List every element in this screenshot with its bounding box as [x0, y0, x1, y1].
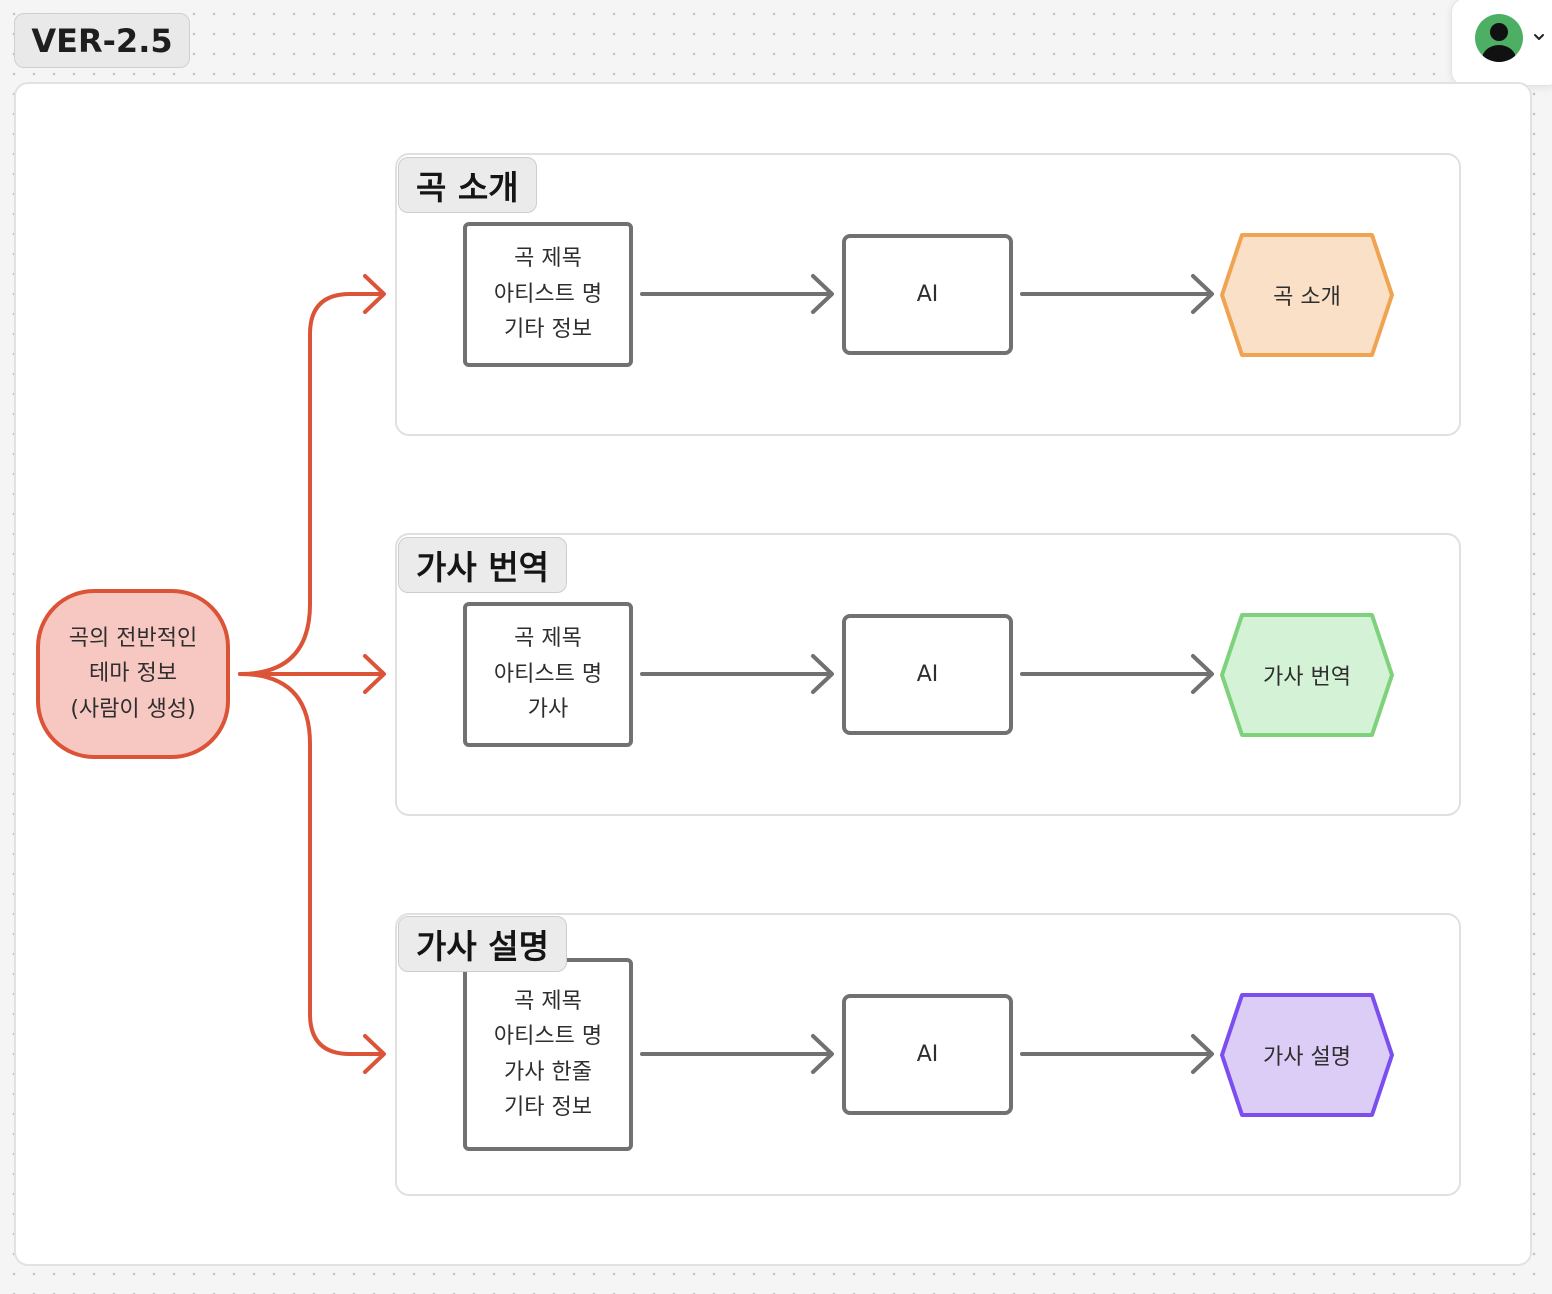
input-line: 기타 정보	[504, 1095, 592, 1120]
input-line: 아티스트 명	[493, 661, 603, 687]
ai-label: AI	[916, 662, 939, 687]
output-hexagon-shape	[1220, 993, 1394, 1117]
source-line: (사람이 생성)	[70, 696, 196, 722]
input-line: 아티스트 명	[493, 1024, 603, 1049]
group-title-label: 가사 설명	[416, 927, 549, 966]
source-line: 곡의 전반적인	[68, 625, 198, 651]
connector-ai-to-output-3	[1020, 1034, 1214, 1074]
source-line: 테마 정보	[89, 661, 177, 687]
group-title-lyrics-translation[interactable]: 가사 번역	[398, 537, 567, 593]
connector-inputs-to-ai-3	[640, 1034, 834, 1074]
version-label: VER-2.5	[31, 21, 173, 60]
output-label: 가사 설명	[1263, 1045, 1351, 1070]
group-title-label: 가사 번역	[416, 548, 549, 587]
ai-label: AI	[916, 282, 939, 307]
arrowhead-group-3	[363, 1034, 386, 1074]
input-line: 곡 제목	[514, 626, 582, 652]
connector-ai-to-output-1	[1020, 274, 1214, 314]
ai-node-lyrics-explanation[interactable]: AI	[842, 994, 1013, 1115]
connector-ai-to-output-2	[1020, 654, 1214, 694]
source-fanout-connectors	[238, 274, 386, 1074]
output-hexagon-shape	[1220, 233, 1394, 357]
group-title-label: 곡 소개	[416, 168, 519, 207]
ai-node-song-intro[interactable]: AI	[842, 234, 1013, 355]
output-label: 곡 소개	[1273, 285, 1341, 310]
output-label: 가사 번역	[1263, 665, 1351, 690]
version-badge[interactable]: VER-2.5	[14, 13, 190, 68]
output-hexagon-shape	[1220, 613, 1394, 737]
connector-inputs-to-ai-2	[640, 654, 834, 694]
inputs-node-lyrics-explanation[interactable]: 곡 제목 아티스트 명 가사 한줄 기타 정보	[463, 958, 633, 1151]
arrowhead-group-1	[363, 274, 386, 314]
output-node-lyrics-explanation[interactable]: 가사 설명	[1220, 993, 1394, 1117]
source-theme-node[interactable]: 곡의 전반적인 테마 정보 (사람이 생성)	[36, 589, 230, 759]
user-menu-button[interactable]	[1451, 0, 1552, 86]
ai-node-lyrics-translation[interactable]: AI	[842, 614, 1013, 735]
chevron-down-icon	[1534, 34, 1544, 40]
ai-label: AI	[916, 1042, 939, 1067]
connector-source-to-group-3	[238, 672, 385, 1056]
connector-source-to-group-1	[238, 292, 385, 676]
connector-inputs-to-ai-1	[640, 274, 834, 314]
input-line: 곡 제목	[514, 988, 582, 1014]
input-line: 기타 정보	[504, 317, 592, 343]
input-line: 가사	[527, 697, 569, 723]
flow-connectors	[640, 274, 1214, 1074]
input-line: 아티스트 명	[493, 281, 603, 307]
input-line: 가사 한줄	[504, 1059, 592, 1085]
output-node-song-intro[interactable]: 곡 소개	[1220, 233, 1394, 357]
inputs-node-song-intro[interactable]: 곡 제목 아티스트 명 기타 정보	[463, 222, 633, 367]
group-title-song-intro[interactable]: 곡 소개	[398, 157, 537, 213]
user-avatar-icon	[1475, 14, 1523, 62]
output-node-lyrics-translation[interactable]: 가사 번역	[1220, 613, 1394, 737]
input-line: 곡 제목	[514, 246, 582, 272]
group-title-lyrics-explanation[interactable]: 가사 설명	[398, 916, 567, 972]
arrowhead-group-2	[363, 654, 386, 694]
inputs-node-lyrics-translation[interactable]: 곡 제목 아티스트 명 가사	[463, 602, 633, 747]
